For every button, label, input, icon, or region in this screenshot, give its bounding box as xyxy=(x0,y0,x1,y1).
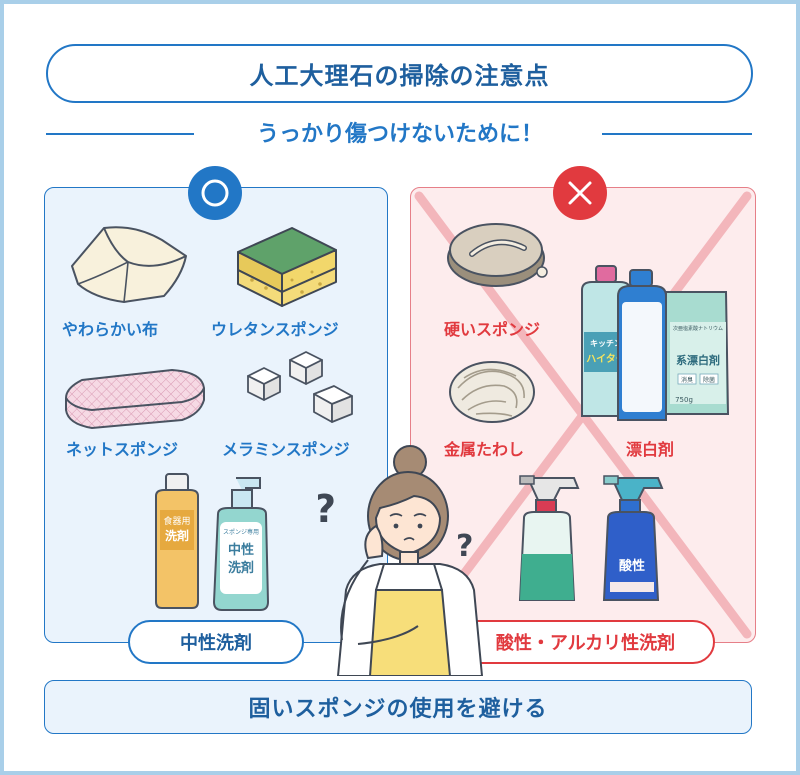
neutral-detergent-pill: 中性洗剤 xyxy=(128,620,304,664)
net-sponge-icon xyxy=(65,368,205,430)
urethane-sponge-icon xyxy=(237,227,337,307)
steel-wool-label: 金属たわし xyxy=(444,440,525,459)
acidic-spray-icon: 酸性 xyxy=(602,475,664,601)
svg-text:洗剤: 洗剤 xyxy=(165,528,189,543)
bleach-bottles-icon: 次亜塩素酸ナトリウム 系漂白剤 消臭 除菌 750g キッチン ハイター xyxy=(581,265,730,421)
svg-text:?: ? xyxy=(456,529,473,564)
subtitle-line-left xyxy=(46,133,194,135)
svg-text:消臭: 消臭 xyxy=(681,376,693,384)
subtitle: うっかり傷つけないために！ xyxy=(256,122,543,147)
cross-icon xyxy=(553,166,607,220)
svg-text:キッチン: キッチン xyxy=(590,339,622,348)
svg-text:除菌: 除菌 xyxy=(703,376,715,384)
confused-woman-icon: ? ? xyxy=(318,445,484,676)
melamine-sponge-icon xyxy=(247,351,353,423)
svg-text:酸性: 酸性 xyxy=(619,558,645,574)
steel-wool-icon xyxy=(449,361,535,423)
circle-icon xyxy=(188,166,242,220)
bottom-note: 固いスポンジの使用を避ける xyxy=(248,697,548,722)
svg-text:ハイター: ハイター xyxy=(586,353,625,365)
net-sponge-label: ネットスポンジ xyxy=(66,440,179,459)
svg-text:750g: 750g xyxy=(675,396,693,404)
svg-text:系漂白剤: 系漂白剤 xyxy=(676,353,720,367)
bottom-note-box: 固いスポンジの使用を避ける xyxy=(44,680,752,734)
svg-text:中性: 中性 xyxy=(228,542,254,558)
page-title: 人工大理石の掃除の注意点 xyxy=(249,62,550,90)
soft-cloth-icon xyxy=(71,226,187,303)
bleach-label: 漂白剤 xyxy=(626,440,675,459)
alkaline-spray-icon xyxy=(518,475,580,601)
subtitle-line-right xyxy=(602,133,752,135)
svg-text:?: ? xyxy=(318,487,336,531)
svg-text:次亜塩素酸ナトリウム: 次亜塩素酸ナトリウム xyxy=(673,325,723,332)
svg-text:食器用: 食器用 xyxy=(163,515,190,527)
dish-detergent-bottle-icon: 食器用 洗剤 xyxy=(155,473,199,609)
melamine-sponge-label: メラミンスポンジ xyxy=(222,440,350,459)
svg-text:洗剤: 洗剤 xyxy=(228,560,254,576)
hard-sponge-icon xyxy=(447,223,548,287)
urethane-sponge-label: ウレタンスポンジ xyxy=(211,320,339,339)
sponge-detergent-bottle-icon: スポンジ専用 中性 洗剤 xyxy=(212,477,270,611)
hard-sponge-label: 硬いスポンジ xyxy=(444,320,541,339)
title-banner: 人工大理石の掃除の注意点 xyxy=(46,44,753,103)
svg-text:スポンジ専用: スポンジ専用 xyxy=(223,528,259,536)
soft-cloth-label: やわらかい布 xyxy=(62,320,159,339)
acid-alkaline-detergent-pill: 酸性・アルカリ性洗剤 xyxy=(456,620,715,664)
